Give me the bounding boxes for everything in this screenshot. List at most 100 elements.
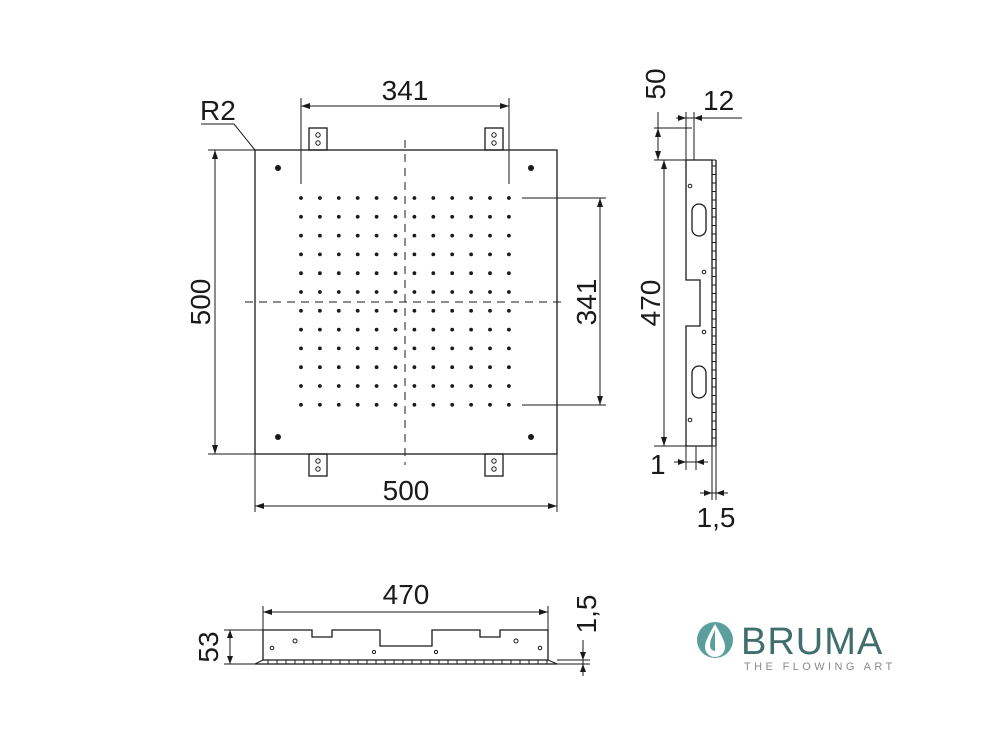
nozzle-dot — [336, 196, 341, 200]
nozzle-dot — [336, 384, 341, 388]
nozzle-dot — [393, 271, 398, 276]
bottom-nozzle-ticks — [267, 660, 548, 664]
nozzle-dot — [412, 384, 417, 388]
radius-label: R2 — [200, 95, 236, 126]
nozzle-dot — [507, 384, 511, 388]
nozzle-dot — [488, 196, 492, 200]
nozzle-dot — [374, 308, 379, 313]
nozzle-dot — [393, 327, 398, 332]
nozzle-dot — [393, 196, 398, 200]
plate-width-label: 500 — [383, 475, 430, 506]
nozzle-dot — [431, 327, 436, 332]
nozzle-dot — [469, 365, 473, 370]
nozzle-dot — [393, 252, 398, 257]
nozzle-dot — [336, 402, 341, 407]
nozzle-dot — [507, 308, 511, 313]
brand-tagline: THE FLOWING ART — [744, 661, 896, 673]
mounting-bracket-bottom-right — [484, 453, 504, 477]
mounting-bracket-bottom-left — [308, 453, 328, 477]
nozzle-dot — [450, 196, 455, 200]
top-offset-label: 50 — [640, 68, 671, 99]
nozzle-dot — [318, 196, 322, 200]
nozzle-dot — [488, 214, 492, 219]
bottom-length-label: 470 — [383, 579, 430, 610]
nozzle-dot — [469, 233, 473, 238]
nozzle-dot — [431, 384, 436, 388]
nozzle-dot — [469, 384, 473, 388]
nozzle-dot — [507, 365, 511, 370]
nozzle-dot — [469, 252, 473, 257]
corner-screw — [275, 165, 281, 171]
nozzle-dot — [412, 271, 417, 276]
mounting-bracket-top-left — [308, 127, 328, 151]
nozzle-dot — [431, 214, 436, 219]
plate-height-label: 500 — [185, 279, 216, 326]
nozzle-dot — [318, 271, 322, 276]
nozzle-dot — [374, 384, 379, 388]
nozzle-dot — [299, 402, 303, 407]
nozzle-dot — [374, 402, 379, 407]
nozzle-dot — [431, 233, 436, 238]
brand-name: BRUMA — [741, 621, 883, 663]
nozzle-dot — [412, 252, 417, 257]
nozzle-dot — [412, 365, 417, 370]
nozzle-dot — [355, 402, 360, 407]
nozzle-dot — [393, 214, 398, 219]
nozzle-dot — [393, 365, 398, 370]
nozzle-dot — [488, 290, 492, 294]
nozzle-dot — [488, 327, 492, 332]
corner-screw — [528, 434, 534, 440]
nozzle-dot — [450, 271, 455, 276]
nozzle-dot — [450, 290, 455, 294]
nozzle-dot — [469, 290, 473, 294]
nozzle-dot — [507, 233, 511, 238]
nozzle-dot — [299, 365, 303, 370]
nozzle-dot — [488, 346, 492, 351]
nozzle-dot — [318, 214, 322, 219]
nozzle-dot — [336, 252, 341, 257]
nozzle-dot — [469, 308, 473, 313]
front-view: R2 341 500 500 341 — [185, 75, 606, 512]
nozzle-dot — [412, 327, 417, 332]
nozzle-dot — [318, 365, 322, 370]
nozzle-dot — [412, 402, 417, 407]
nozzle-dot — [450, 233, 455, 238]
nozzle-dot — [469, 271, 473, 276]
nozzle-dot — [318, 290, 322, 294]
nozzle-dot — [450, 402, 455, 407]
nozzle-dot — [374, 252, 379, 257]
bottom-profile-body — [262, 629, 549, 661]
nozzle-dot — [318, 308, 322, 313]
nozzle-dot — [507, 271, 511, 276]
nozzle-dot — [393, 384, 398, 388]
nozzle-dot — [488, 365, 492, 370]
nozzle-dot — [393, 290, 398, 294]
nozzle-dot — [507, 290, 511, 294]
nozzle-span-vertical-label: 341 — [571, 279, 602, 326]
nozzle-grid — [299, 196, 511, 407]
nozzle-dot — [299, 308, 303, 313]
nozzle-dot — [299, 252, 303, 257]
mounting-bracket-top-right — [484, 127, 504, 151]
nozzle-dot — [318, 384, 322, 388]
nozzle-dot — [507, 252, 511, 257]
nozzle-dot — [431, 365, 436, 370]
corner-screw — [528, 165, 534, 171]
nozzle-dot — [374, 233, 379, 238]
nozzle-dot — [355, 384, 360, 388]
nozzle-dot — [355, 308, 360, 313]
nozzle-dot — [318, 233, 322, 238]
nozzle-dot — [450, 252, 455, 257]
nozzle-dot — [299, 196, 303, 200]
nozzle-dot — [299, 290, 303, 294]
nozzle-dot — [393, 402, 398, 407]
nozzle-dot — [374, 196, 379, 200]
nozzle-dot — [393, 308, 398, 313]
nozzle-dot — [507, 214, 511, 219]
nozzle-dot — [412, 290, 417, 294]
nozzle-dot — [299, 271, 303, 276]
nozzle-dot — [507, 196, 511, 200]
nozzle-dot — [431, 290, 436, 294]
side-height-label: 470 — [635, 280, 666, 327]
